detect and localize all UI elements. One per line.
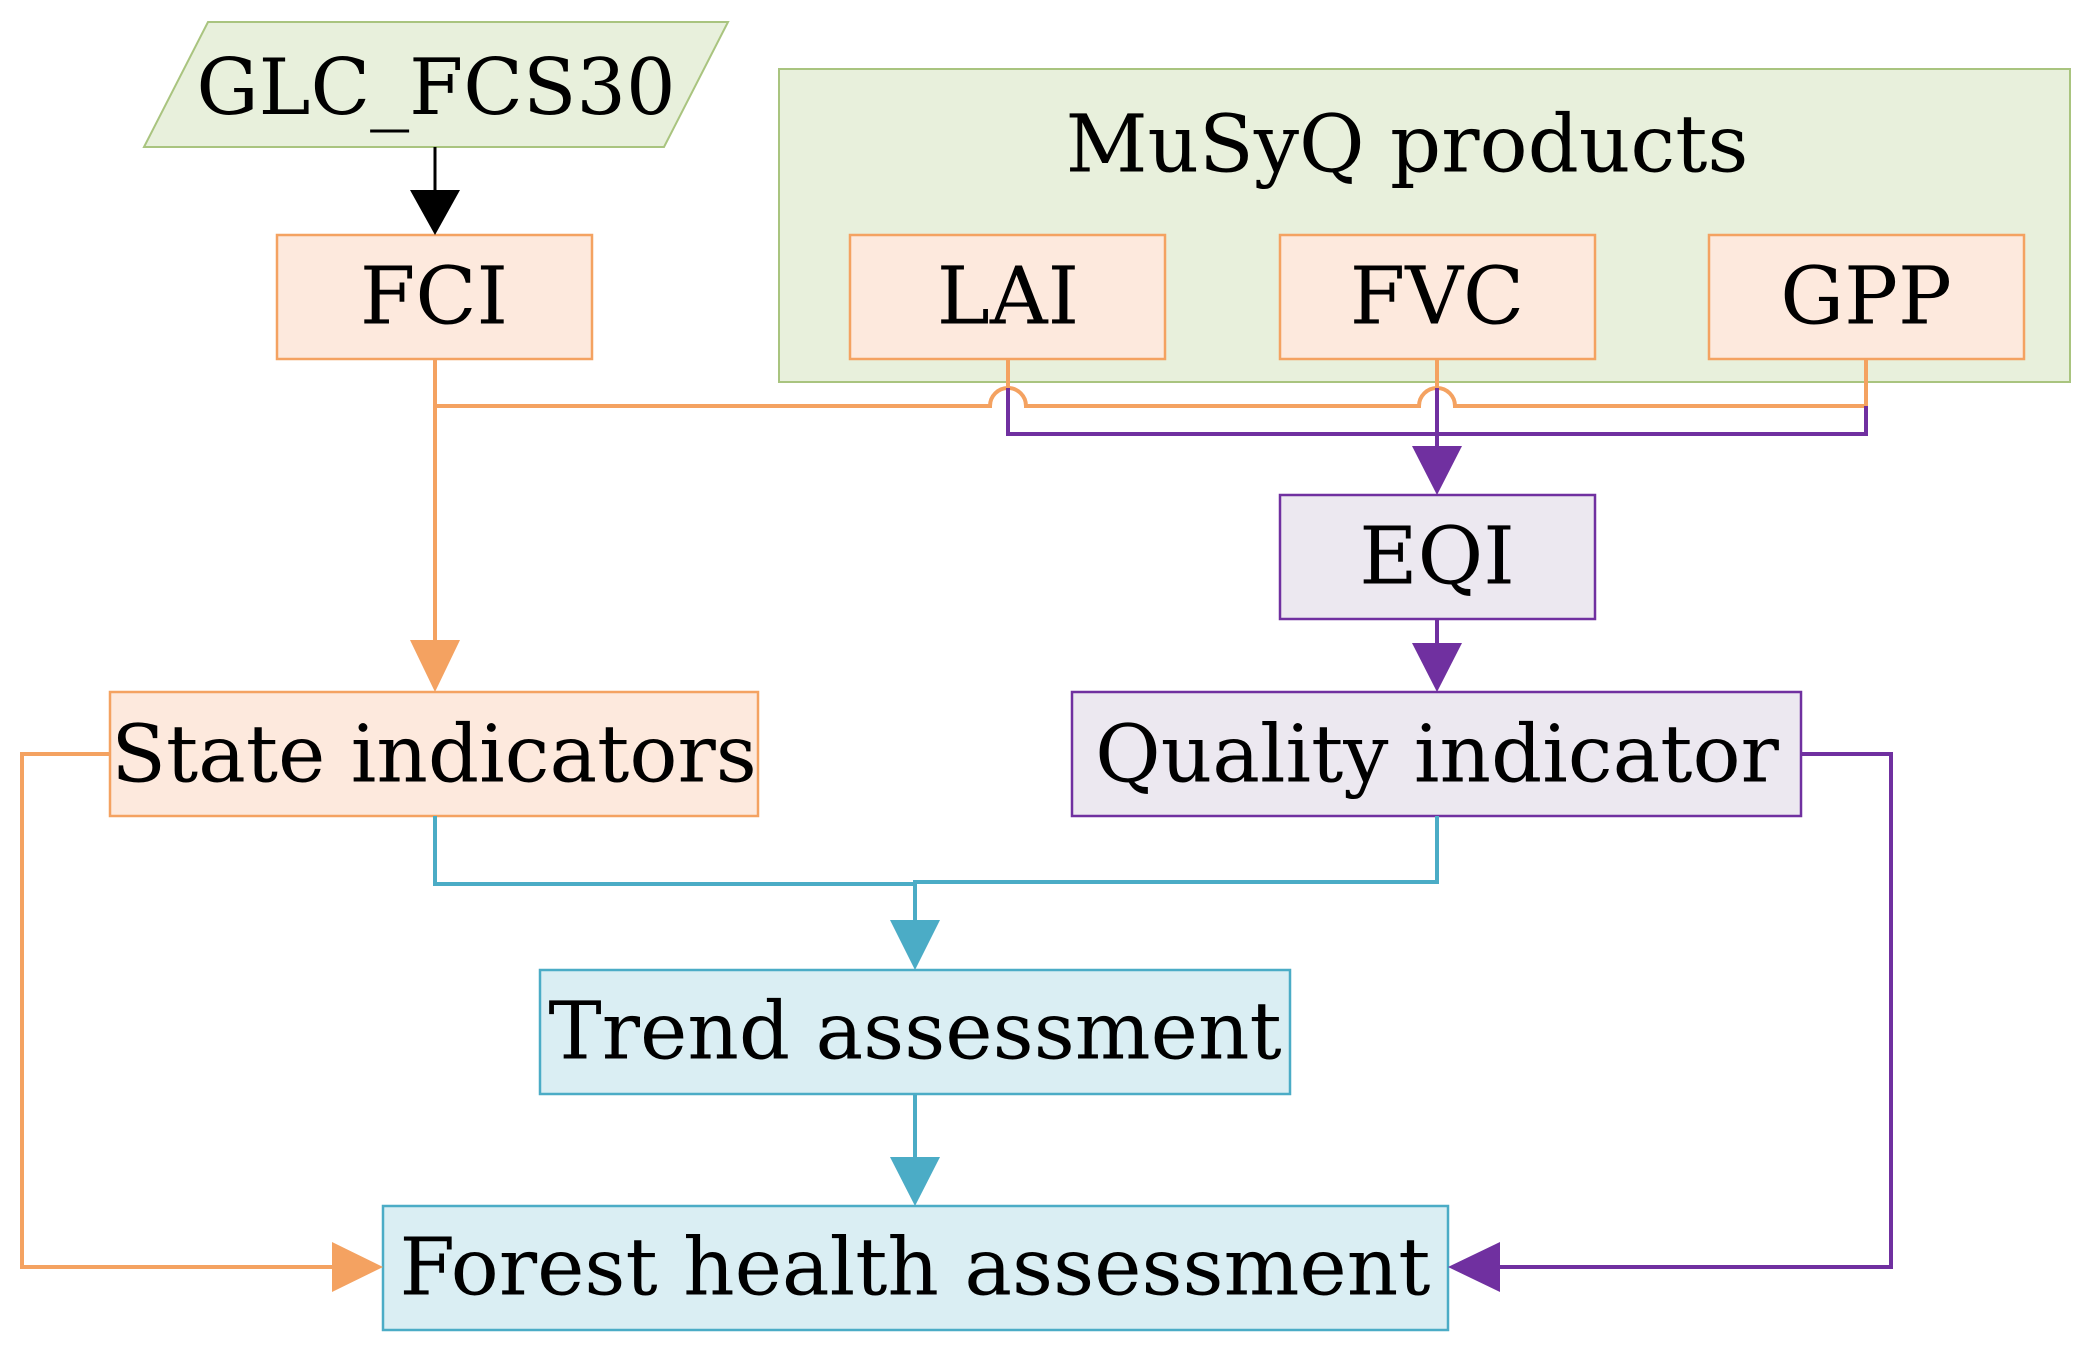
gpp-box (1707, 233, 2026, 361)
fci-label: FCI (360, 250, 508, 343)
connector-state-to-forest (20, 752, 340, 1269)
arrowhead-state-to-forest (332, 1242, 383, 1292)
connector-lai-fvc-stubs (1006, 359, 1439, 388)
glc-fcs30-label: GLC_FCS30 (196, 43, 675, 133)
arrowhead-fci-to-state (410, 640, 460, 692)
quality-indicator-label: Quality indicator (1095, 708, 1779, 801)
fvc-box (1278, 233, 1597, 361)
gpp-label: GPP (1780, 250, 1952, 343)
connector-gpp-orange-bus (435, 359, 1868, 408)
arrowhead-indicators-to-trend (890, 920, 940, 970)
lai-label: LAI (937, 250, 1080, 343)
state-indicators-label: State indicators (111, 708, 757, 801)
forest-health-assessment-label: Forest health assessment (400, 1221, 1431, 1314)
musyq-products-label: MuSyQ products (1066, 98, 1749, 191)
trend-assessment-box (538, 968, 1292, 1096)
eqi-label: EQI (1359, 510, 1515, 603)
connector-indicators-to-trend (433, 816, 1439, 930)
arrowhead-trend-to-forest (890, 1157, 940, 1206)
forest-health-assessment-box (381, 1204, 1450, 1332)
arrowhead-quality-to-forest (1448, 1242, 1500, 1292)
lai-box (848, 233, 1167, 361)
fvc-label: FVC (1350, 250, 1525, 343)
arrowhead-products-to-eqi (1412, 446, 1462, 495)
arrowhead-glc-to-fci (410, 190, 460, 235)
state-indicators-box (108, 690, 760, 818)
connector-quality-to-forest (1492, 752, 1893, 1269)
arrowhead-eqi-to-quality (1412, 643, 1462, 692)
eqi-box (1278, 493, 1597, 621)
connector-products-to-eqi (1006, 388, 1868, 455)
glc-fcs30-input (142, 21, 730, 148)
trend-assessment-label: Trend assessment (548, 985, 1281, 1078)
